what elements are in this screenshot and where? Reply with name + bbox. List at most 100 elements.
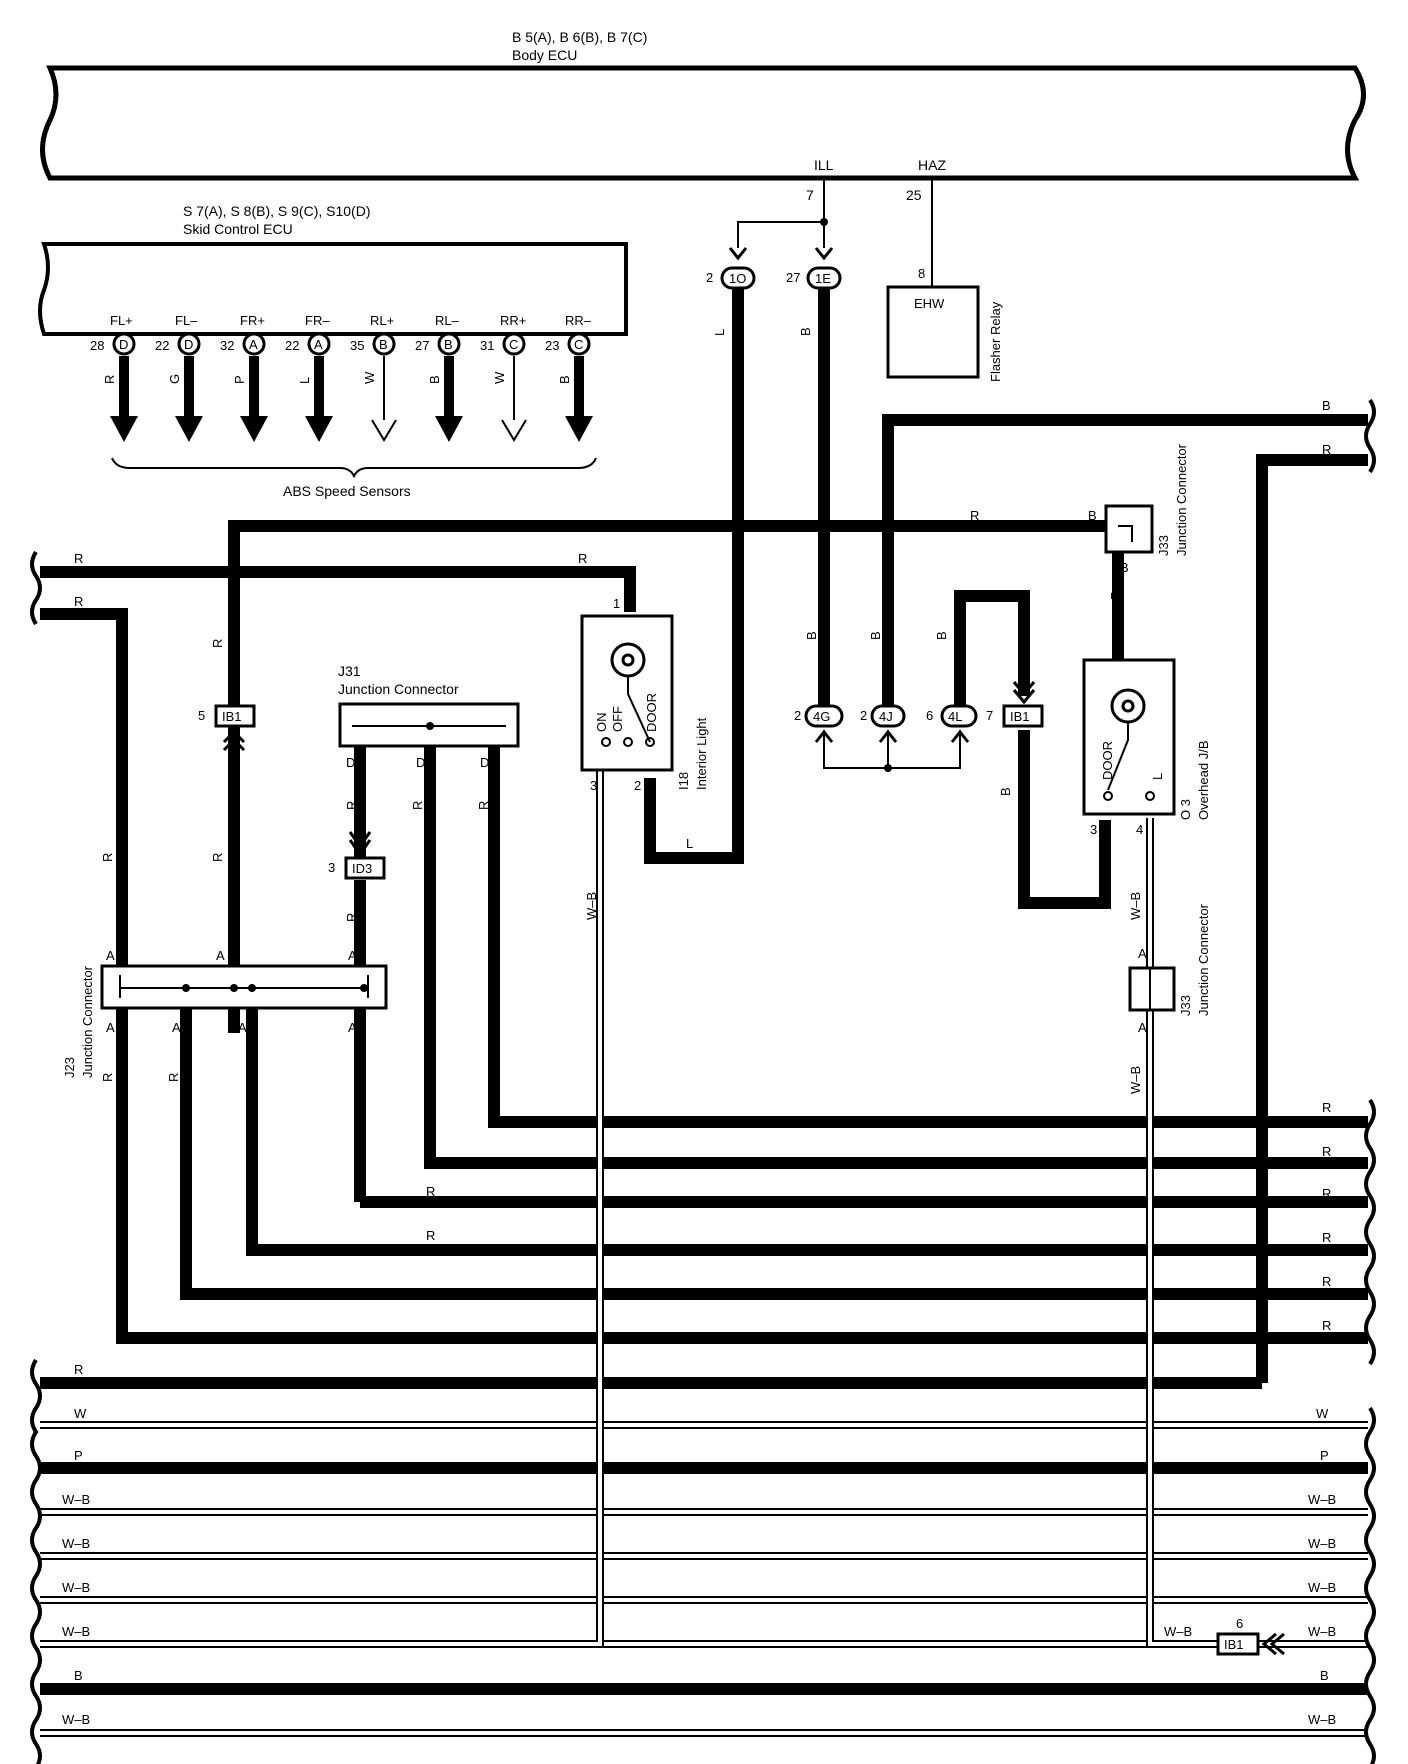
connector-id3: 3 ID3 (328, 856, 386, 880)
svg-text:R: R (476, 801, 491, 810)
ill-wire (728, 178, 834, 261)
ill-pin-label: ILL (814, 157, 834, 173)
skid-pin-color: W (362, 371, 377, 384)
skid-pin-color: P (232, 375, 247, 384)
haz-pin-number: 25 (906, 187, 922, 203)
overhead-pin-4: 4 (1136, 822, 1143, 837)
interior-light-code: I18 (676, 772, 691, 790)
ill-pin-number: 7 (806, 187, 814, 203)
overhead-jb-code: O 3 (1178, 799, 1193, 820)
skid-pin-conn: C (574, 337, 583, 352)
skid-pin-name: FL+ (110, 313, 133, 328)
skid-pin-conn: C (509, 337, 518, 352)
svg-text:IB1: IB1 (1010, 709, 1030, 724)
thick-wires (40, 288, 1368, 1695)
skid-pin-conn: B (379, 337, 388, 352)
svg-text:B: B (934, 631, 949, 640)
j23-name: Junction Connector (80, 965, 95, 1078)
svg-text:B: B (868, 631, 883, 640)
svg-text:R: R (426, 1184, 435, 1199)
svg-text:A: A (348, 948, 357, 963)
skid-pin-number: 22 (155, 338, 169, 353)
skid-pin-conn: A (314, 337, 323, 352)
svg-text:A: A (106, 1020, 115, 1035)
svg-text:W–B: W–B (62, 1712, 90, 1727)
svg-text:IB1: IB1 (1224, 1637, 1244, 1652)
svg-text:5: 5 (198, 708, 205, 723)
svg-text:A: A (348, 1020, 357, 1035)
j33-bottom-box (1128, 966, 1176, 1012)
skid-pin-name: RR+ (500, 313, 526, 328)
wire-color-labels: L B B B B B L R R R R R R R R R R R R R … (74, 327, 1192, 1639)
svg-text:3: 3 (328, 860, 335, 875)
skid-pin-arrow (435, 416, 463, 442)
j31-code: J31 (338, 663, 361, 679)
skid-pin-color: B (557, 375, 572, 384)
skid-pin-number: 22 (285, 338, 299, 353)
skid-pin-arrow (240, 416, 268, 442)
svg-text:W–B: W–B (62, 1624, 90, 1639)
svg-text:W–B: W–B (1128, 892, 1143, 920)
skid-pin-circle (177, 332, 201, 356)
skid-pin-circle (112, 332, 136, 356)
svg-text:6: 6 (926, 708, 933, 723)
j33-bottom-code: J33 (1178, 995, 1193, 1016)
svg-text:B: B (1322, 398, 1331, 413)
interior-switch-door: DOOR (644, 693, 659, 732)
overhead-switch-door: DOOR (1100, 741, 1115, 780)
svg-text:4G: 4G (813, 709, 830, 724)
svg-text:W–B: W–B (1164, 1624, 1192, 1639)
svg-text:W–B: W–B (1128, 1066, 1143, 1094)
svg-text:L: L (686, 836, 693, 851)
svg-text:1O: 1O (729, 271, 746, 286)
svg-text:R: R (210, 853, 225, 862)
svg-text:A: A (238, 1020, 247, 1035)
interior-light-name: Interior Light (694, 717, 709, 790)
connector-1e: 27 1E (786, 266, 842, 290)
svg-text:W: W (74, 1406, 87, 1421)
svg-text:A: A (106, 948, 115, 963)
svg-text:W–B: W–B (62, 1536, 90, 1551)
skid-pin-color: W (492, 371, 507, 384)
body-ecu-name: Body ECU (512, 47, 577, 63)
svg-text:R: R (100, 853, 115, 862)
svg-text:R: R (74, 594, 83, 609)
svg-text:A: A (172, 1020, 181, 1035)
svg-text:W–B: W–B (1308, 1580, 1336, 1595)
svg-text:P: P (1320, 1448, 1329, 1463)
skid-pin-name: FR+ (240, 313, 265, 328)
j31-d3: D (480, 755, 489, 770)
overhead-jb-name: Overhead J/B (1196, 741, 1211, 821)
j33-bottom-name: Junction Connector (1196, 903, 1211, 1016)
skid-pin-arrow (371, 419, 397, 442)
skid-pin-circle (567, 332, 591, 356)
interior-switch-off: OFF (610, 706, 625, 732)
svg-text:R: R (578, 551, 587, 566)
svg-text:B: B (804, 631, 819, 640)
skid-pin-circle (242, 332, 266, 356)
j33-top-code: J33 (1156, 535, 1171, 556)
svg-text:B: B (74, 1668, 83, 1683)
flasher-relay-terminal: EHW (914, 296, 945, 311)
interior-pin-3: 3 (590, 778, 597, 793)
svg-text:B: B (798, 327, 813, 336)
svg-text:R: R (210, 639, 225, 648)
interior-pin-2: 2 (634, 778, 641, 793)
skid-pin-arrow (175, 416, 203, 442)
skid-ecu-box (38, 242, 628, 336)
skid-pin-arrow (565, 416, 593, 442)
double-line-buses (40, 730, 1368, 1737)
svg-text:R: R (426, 1228, 435, 1243)
svg-text:W–B: W–B (1308, 1712, 1336, 1727)
connector-4j: 2 4J (860, 704, 906, 743)
connector-ib1-mid: 7 IB1 (986, 681, 1044, 728)
overhead-bulb (1110, 688, 1146, 724)
